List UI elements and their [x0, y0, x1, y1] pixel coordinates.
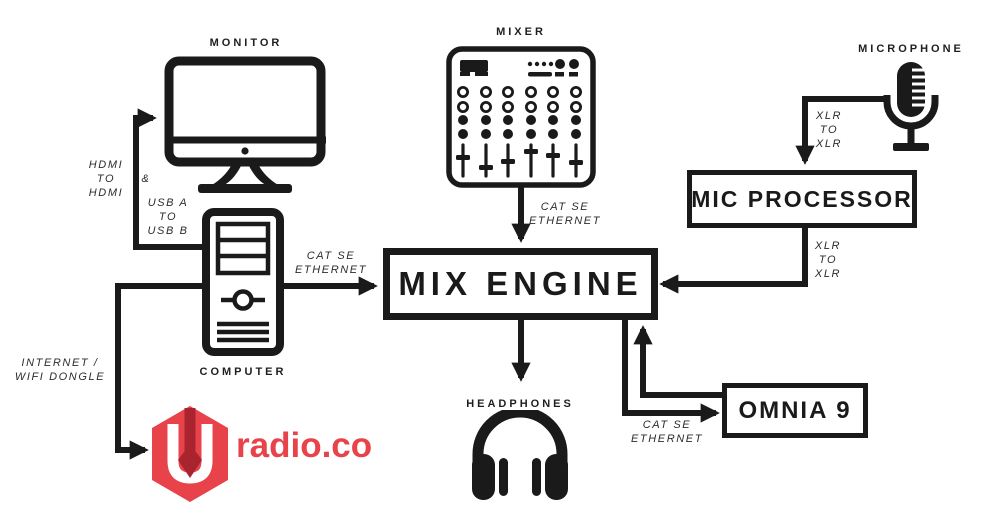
headphones-caption: HEADPHONES [466, 398, 574, 410]
computer-icon [202, 208, 284, 356]
label-hdmi-to-hdmi: HDMI TO HDMI [88, 158, 124, 200]
mixer-caption: MIXER [496, 26, 546, 38]
mixer-icon [446, 46, 596, 188]
radioco-logo-icon [152, 406, 228, 502]
edge-omnia-mixengine [633, 325, 722, 398]
label-cat5e-omnia: CAT SE ETHERNET [630, 418, 704, 445]
label-cat5e-computer: CAT SE ETHERNET [294, 249, 368, 276]
label-internet-wifi: INTERNET / WIFI DONGLE [14, 356, 106, 383]
label-cat5e-mixer: CAT SE ETHERNET [528, 200, 602, 227]
omnia9-box: OMNIA 9 [722, 383, 868, 438]
mix-engine-box: MIX ENGINE [383, 248, 658, 320]
mic-processor-label: MIC PROCESSOR [691, 185, 913, 212]
mic-processor-box: MIC PROCESSOR [687, 170, 917, 228]
label-ampersand: & [141, 172, 151, 185]
label-usb-a-to-usb-b: USB A TO USB B [147, 196, 189, 238]
microphone-caption: MICROPHONE [858, 43, 964, 55]
headphones-icon [472, 410, 568, 500]
microphone-icon [883, 62, 939, 151]
label-xlr-mic: XLR TO XLR [815, 109, 843, 151]
edge-mixengine-omnia [622, 318, 720, 423]
radioco-wordmark: radio.co [236, 426, 373, 465]
computer-caption: COMPUTER [199, 366, 287, 378]
monitor-icon [164, 56, 326, 193]
label-xlr-processor: XLR TO XLR [814, 239, 842, 281]
monitor-caption: MONITOR [209, 37, 283, 49]
mix-engine-label: MIX ENGINE [398, 265, 643, 302]
edge-micprocessor-mixengine [659, 227, 808, 294]
omnia9-label: OMNIA 9 [738, 396, 852, 424]
